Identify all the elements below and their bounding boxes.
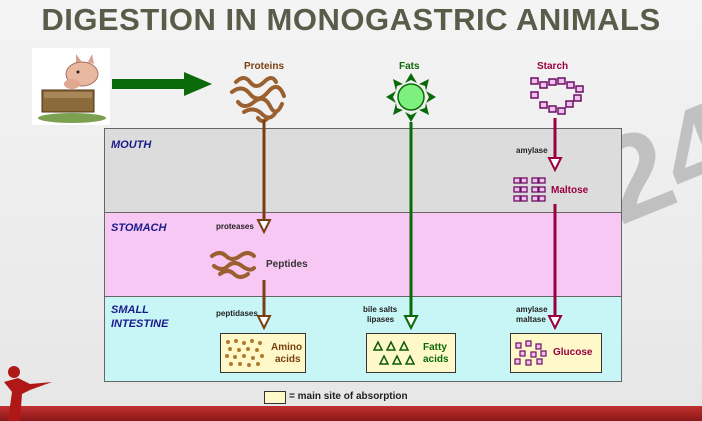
stomach-zone: STOMACH	[104, 212, 622, 297]
figure-silhouette-icon	[4, 366, 52, 421]
maltose-label: Maltose	[551, 185, 589, 196]
fatty-acids-triangles-icon	[372, 340, 416, 365]
legend-text: = main site of absorption	[289, 391, 408, 402]
amylase-small-intestine-label: amylase	[516, 305, 548, 314]
fatty-acids-box: Fatty acids	[366, 333, 456, 373]
amino-label-2: acids	[275, 354, 301, 365]
page-title: DIGESTION IN MONOGASTRIC ANIMALS	[41, 2, 661, 37]
amino-acids-box: Amino acids	[220, 333, 306, 373]
fats-label: Fats	[399, 61, 420, 72]
bottom-banner	[0, 406, 702, 421]
lipases-label: lipases	[367, 315, 395, 324]
fatty-label-1: Fatty	[423, 342, 447, 353]
amylase-mouth-label: amylase	[516, 146, 548, 155]
protein-coil-icon	[230, 76, 286, 123]
small-intestine-label-line1: SMALL	[111, 304, 149, 316]
peptides-label: Peptides	[266, 259, 308, 270]
legend-swatch	[264, 391, 286, 404]
amino-label-1: Amino	[271, 342, 303, 353]
amino-acids-dots-icon	[225, 339, 264, 367]
peptidases-label: peptidases	[216, 309, 258, 318]
proteins-label: Proteins	[244, 61, 285, 72]
pig-at-trough-image	[32, 48, 110, 125]
mouth-label: MOUTH	[111, 139, 152, 151]
maltase-label: maltase	[516, 315, 546, 324]
feed-arrow	[112, 72, 212, 96]
glucose-box: Glucose	[510, 333, 602, 373]
fat-droplet-icon	[386, 73, 436, 122]
proteases-label: proteases	[216, 222, 254, 231]
bile-salts-label: bile salts	[363, 305, 398, 314]
maltose-icon	[513, 177, 546, 202]
glucose-squares-icon	[514, 340, 547, 366]
starch-label: Starch	[537, 61, 569, 72]
peptides-coil-icon	[210, 251, 256, 279]
glucose-label: Glucose	[553, 347, 593, 358]
small-intestine-label-line2: INTESTINE	[111, 318, 169, 330]
fatty-label-2: acids	[423, 354, 449, 365]
starch-chain-icon	[530, 77, 584, 115]
stomach-label: STOMACH	[111, 222, 167, 234]
